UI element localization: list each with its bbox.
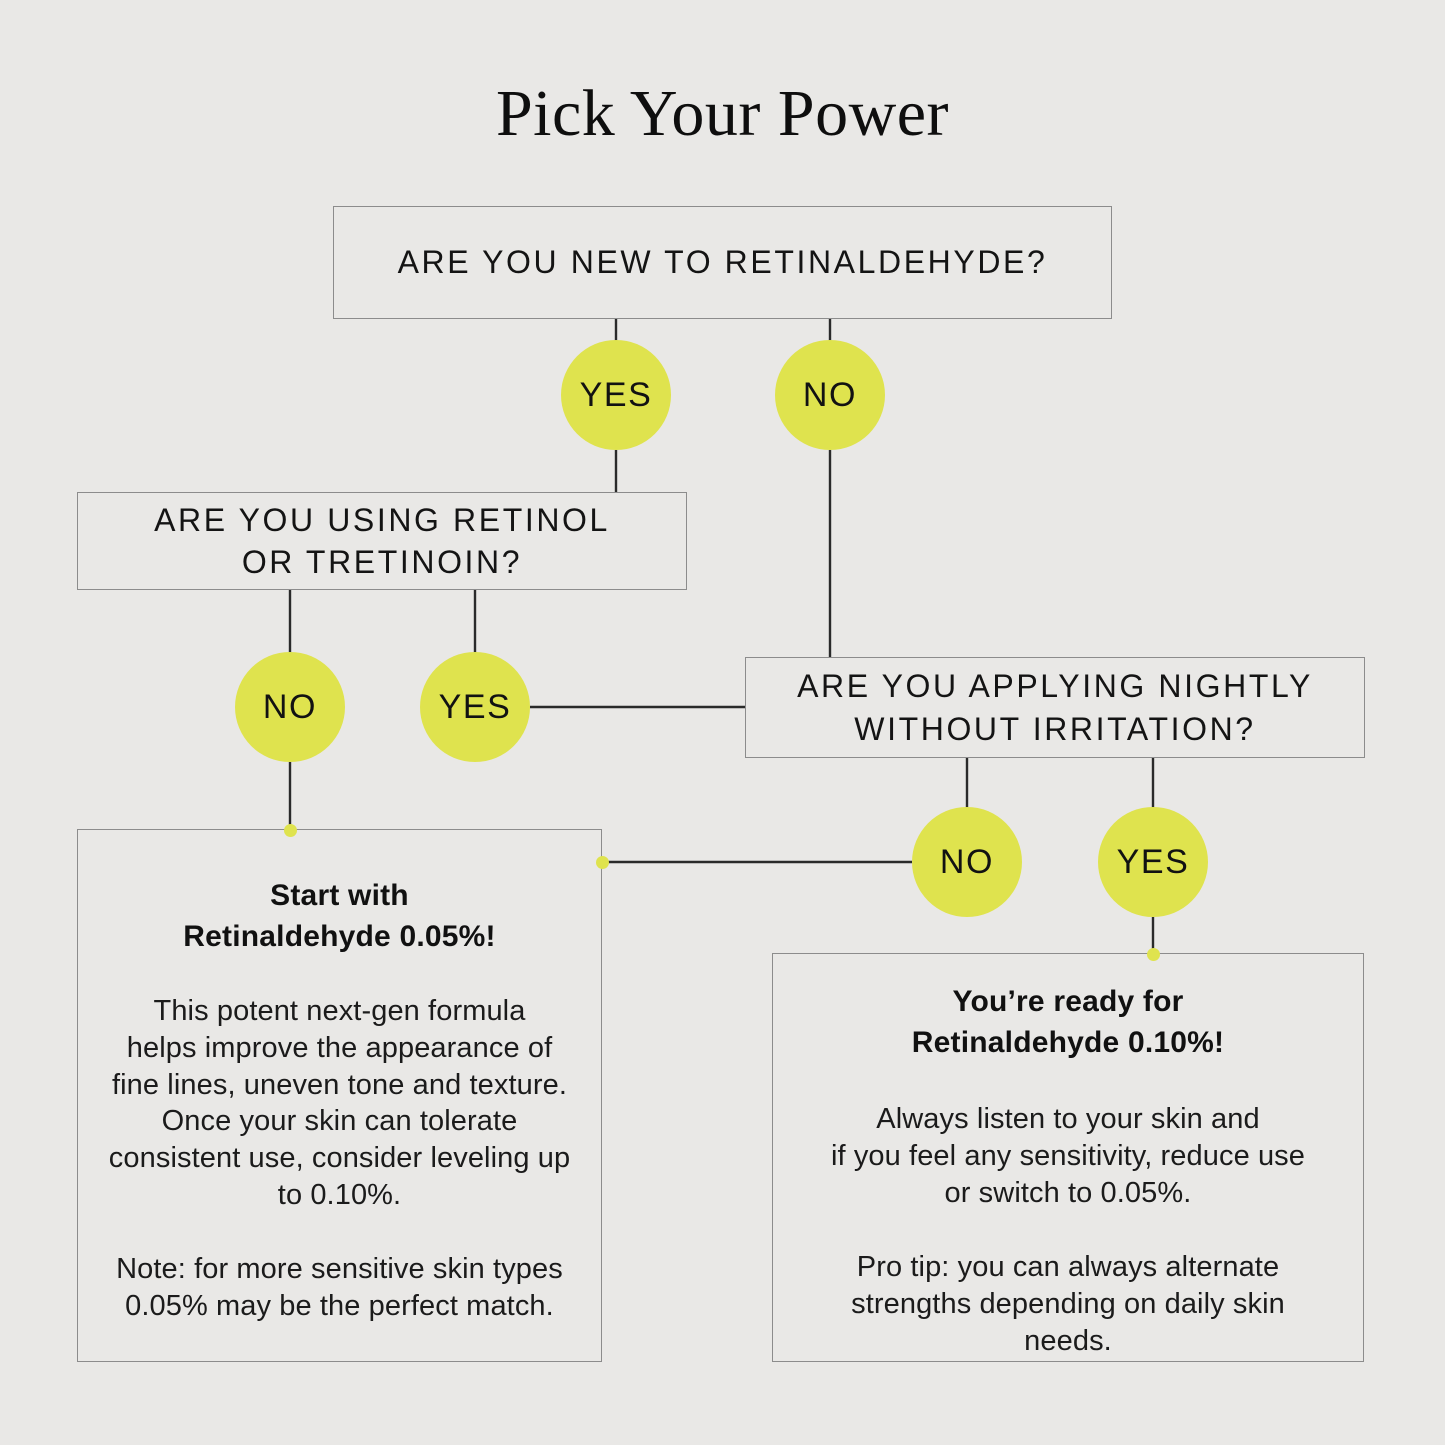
result-box-retinaldehyde-010: You’re ready for Retinaldehyde 0.10%! Al… — [772, 953, 1364, 1362]
result-heading-010: You’re ready for Retinaldehyde 0.10%! — [911, 985, 1225, 1059]
junction-dot-r1-right — [596, 856, 609, 869]
answer-circle-q1-yes[interactable]: YES — [561, 340, 671, 450]
answer-label-q3-no: NO — [939, 842, 995, 881]
question-text-q1: ARE YOU NEW TO RETINALDEHYDE? — [397, 244, 1048, 281]
answer-circle-q3-no[interactable]: NO — [912, 807, 1022, 917]
answer-label-q2-no: NO — [262, 687, 318, 726]
result-box-retinaldehyde-005: Start with Retinaldehyde 0.05%! This pot… — [77, 829, 602, 1362]
result-body-005-paragraph-2: Note: for more sensitive skin types 0.05… — [116, 1252, 563, 1322]
answer-label-q2-yes: YES — [438, 687, 512, 726]
answer-circle-q2-no[interactable]: NO — [235, 652, 345, 762]
junction-dot-r2-top — [1147, 948, 1160, 961]
answer-circle-q1-no[interactable]: NO — [775, 340, 885, 450]
junction-dot-r1-top — [284, 824, 297, 837]
answer-circle-q3-yes[interactable]: YES — [1098, 807, 1208, 917]
answer-label-q1-yes: YES — [579, 375, 653, 414]
result-body-005-paragraph-1: This potent next-gen formula helps impro… — [108, 995, 571, 1212]
question-text-q2: ARE YOU USING RETINOL OR TRETINOIN? — [154, 501, 610, 580]
page-title: Pick Your Power — [495, 77, 950, 150]
result-heading-005: Start with Retinaldehyde 0.05%! — [183, 879, 496, 953]
result-body-010-paragraph-2: Pro tip: you can always alternate streng… — [851, 1251, 1285, 1358]
question-box-new-to-retinaldehyde: ARE YOU NEW TO RETINALDEHYDE? — [333, 206, 1112, 319]
answer-circle-q2-yes[interactable]: YES — [420, 652, 530, 762]
question-text-q3: ARE YOU APPLYING NIGHTLY WITHOUT IRRITAT… — [797, 668, 1313, 747]
question-box-using-retinol-or-tretinoin: ARE YOU USING RETINOL OR TRETINOIN? — [77, 492, 687, 590]
answer-label-q1-no: NO — [802, 375, 858, 414]
answer-label-q3-yes: YES — [1116, 842, 1190, 881]
result-body-010-paragraph-1: Always listen to your skin and if you fe… — [830, 1103, 1306, 1209]
question-box-applying-nightly-without-irritation: ARE YOU APPLYING NIGHTLY WITHOUT IRRITAT… — [745, 657, 1365, 758]
